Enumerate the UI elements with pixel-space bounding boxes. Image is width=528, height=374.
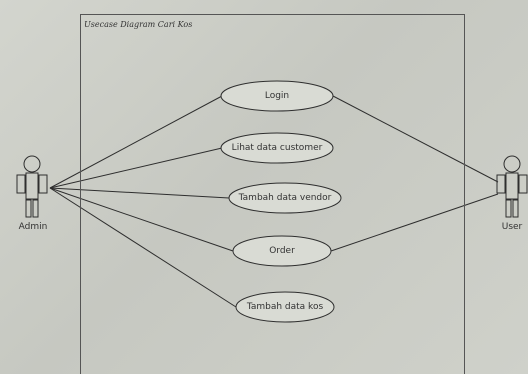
usecase-customer-shape xyxy=(220,132,334,164)
system-boundary xyxy=(80,14,465,374)
usecase-login: Login xyxy=(264,91,290,101)
diagram-title: Usecase Diagram Cari Kos xyxy=(84,20,193,29)
association-admin-login xyxy=(49,95,223,189)
user-actor-icon xyxy=(496,155,528,218)
association-admin-vendor xyxy=(49,187,230,199)
actor-user-label: User xyxy=(501,222,523,232)
usecase-order: Order xyxy=(269,246,295,256)
actor-admin-label: Admin xyxy=(18,222,48,232)
usecase-order-shape xyxy=(232,235,332,267)
association-admin-customer xyxy=(49,147,223,189)
usecase-tambah-data-vendor: Tambah data vendor xyxy=(238,193,332,203)
usecase-login-shape xyxy=(220,80,334,112)
usecase-kos-shape xyxy=(235,291,335,323)
association-admin-kos xyxy=(49,187,237,308)
association-user-order xyxy=(330,193,499,252)
admin-actor-icon xyxy=(16,155,48,218)
usecase-lihat-data-customer: Lihat data customer xyxy=(231,143,323,153)
association-user-login xyxy=(332,95,499,183)
usecase-vendor-shape xyxy=(228,182,342,214)
usecase-tambah-data-kos: Tambah data kos xyxy=(246,302,324,312)
